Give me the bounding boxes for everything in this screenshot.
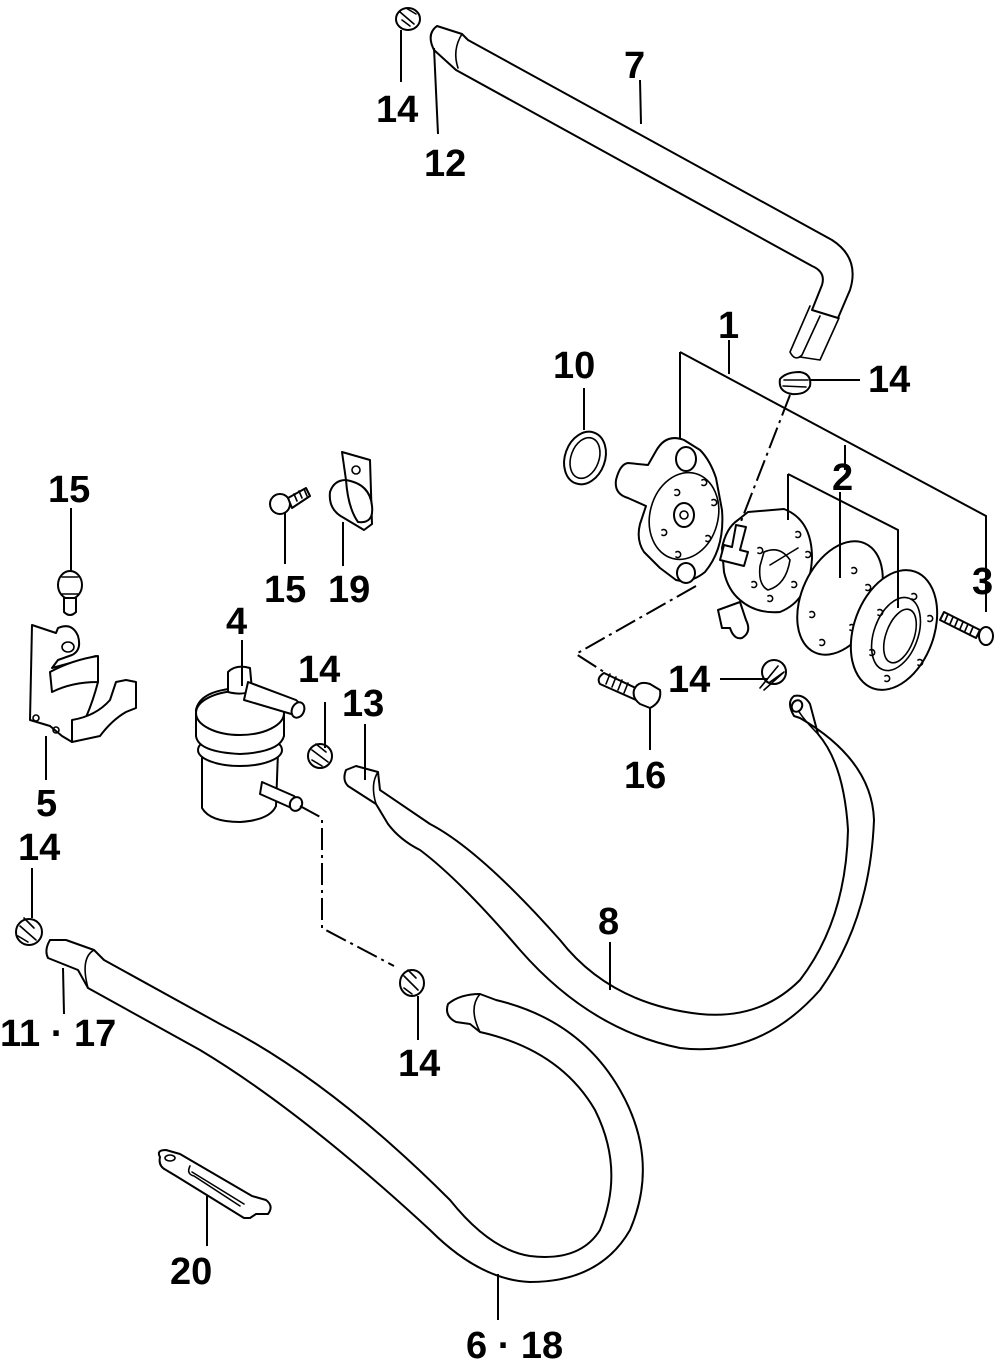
callout-15: 15 [48,469,90,511]
pump-cover [849,569,939,691]
bolt-icon [269,487,311,515]
callout-6-18: 6 · 18 [466,1325,563,1361]
callout-19: 19 [328,569,370,611]
hose-clamp-icon [759,659,787,691]
hose-7 [429,25,854,361]
callout-13: 13 [342,683,384,725]
callout-10: 10 [553,345,595,387]
callout-14: 14 [398,1043,440,1085]
hose-8 [343,694,875,1051]
callout-4: 4 [226,601,247,643]
hose-band-clip [157,1149,272,1219]
hose-clamp-icon [399,969,425,997]
pump-middle-plate [717,508,813,640]
hose-clamp-icon [395,7,421,31]
fuel-pump-body [614,437,724,584]
hose-clamp-icon [15,917,43,946]
callout-14: 14 [18,827,60,869]
fuel-filter [195,665,306,823]
callout-14: 14 [668,659,710,701]
o-ring [563,430,607,486]
callout-20: 20 [170,1251,212,1293]
filter-bracket [29,624,137,743]
hose-clip [328,451,374,531]
hose-6 [45,939,644,1283]
callout-8: 8 [598,901,619,943]
callout-2: 2 [832,457,853,499]
hose-clamp-icon [307,743,333,769]
screw-icon [939,611,994,646]
assembly-brackets [299,340,987,967]
bolt-icon [597,672,662,709]
callout-5: 5 [36,783,57,825]
callout-1: 1 [718,305,739,347]
callout-12: 12 [424,143,466,185]
callout-14: 14 [868,359,910,401]
callout-14: 14 [376,89,418,131]
callout-11-17: 11 · 17 [0,1013,116,1055]
hose-clamp-icon [778,371,812,396]
callout-labels: 7 14 12 1 10 14 2 3 15 15 19 4 14 13 14 … [0,45,993,1361]
callout-3: 3 [972,561,993,603]
callout-16: 16 [624,755,666,797]
callout-14: 14 [298,649,340,691]
leader-lines [31,30,860,1320]
bolt-icon [57,570,83,616]
callout-7: 7 [624,45,645,87]
callout-15: 15 [264,569,306,611]
